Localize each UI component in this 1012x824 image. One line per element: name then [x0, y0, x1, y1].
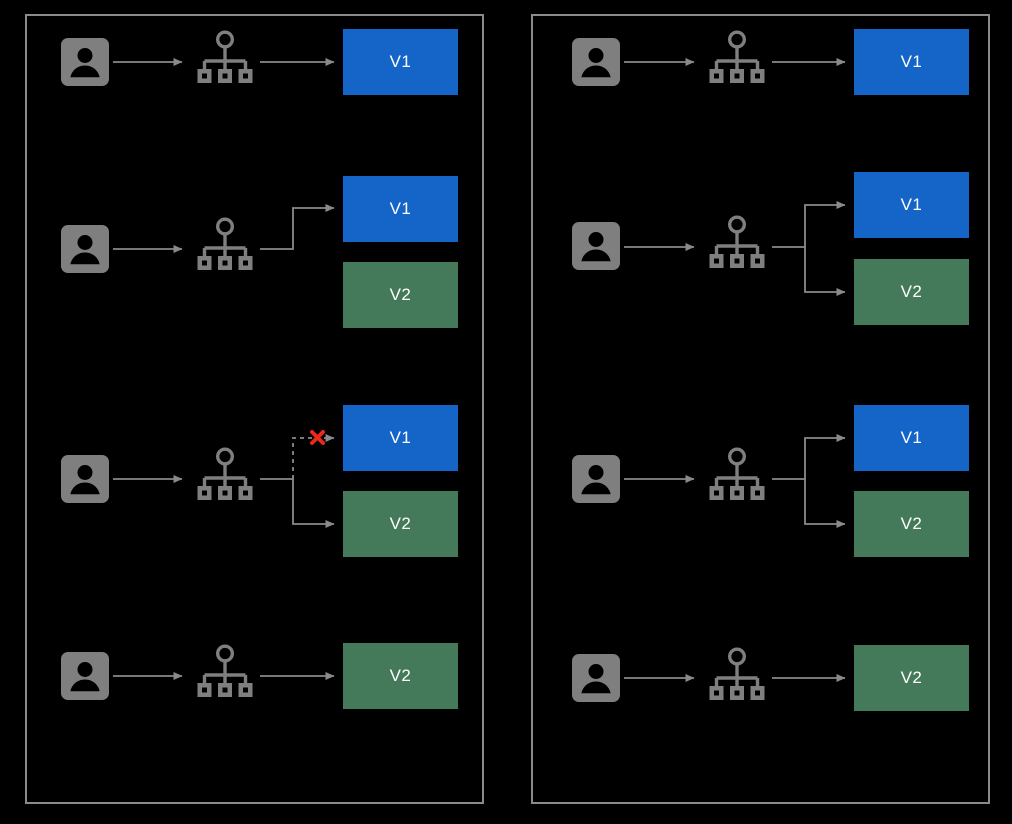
router-icon — [193, 447, 257, 509]
service-box-v1[interactable]: V1 — [343, 176, 458, 242]
router-icon — [705, 30, 769, 92]
router-icon — [705, 647, 769, 709]
user-icon — [60, 651, 110, 701]
service-box-v2[interactable]: V2 — [343, 262, 458, 328]
user-icon — [571, 454, 621, 504]
service-box-v1[interactable]: V1 — [854, 29, 969, 95]
service-box-v2[interactable]: V2 — [343, 643, 458, 709]
service-box-v2[interactable]: V2 — [854, 645, 969, 711]
router-icon — [193, 644, 257, 706]
user-icon — [571, 653, 621, 703]
user-icon — [60, 37, 110, 87]
user-icon — [60, 224, 110, 274]
service-box-v1[interactable]: V1 — [343, 405, 458, 471]
router-icon — [705, 215, 769, 277]
service-box-v1[interactable]: V1 — [343, 29, 458, 95]
service-box-v2[interactable]: V2 — [854, 491, 969, 557]
service-box-v2[interactable]: V2 — [343, 491, 458, 557]
left-panel — [25, 14, 484, 804]
right-panel — [531, 14, 990, 804]
user-icon — [571, 221, 621, 271]
user-icon — [60, 454, 110, 504]
router-icon — [193, 30, 257, 92]
service-box-v2[interactable]: V2 — [854, 259, 969, 325]
service-box-v1[interactable]: V1 — [854, 405, 969, 471]
user-icon — [571, 37, 621, 87]
service-box-v1[interactable]: V1 — [854, 172, 969, 238]
router-icon — [193, 217, 257, 279]
router-icon — [705, 447, 769, 509]
